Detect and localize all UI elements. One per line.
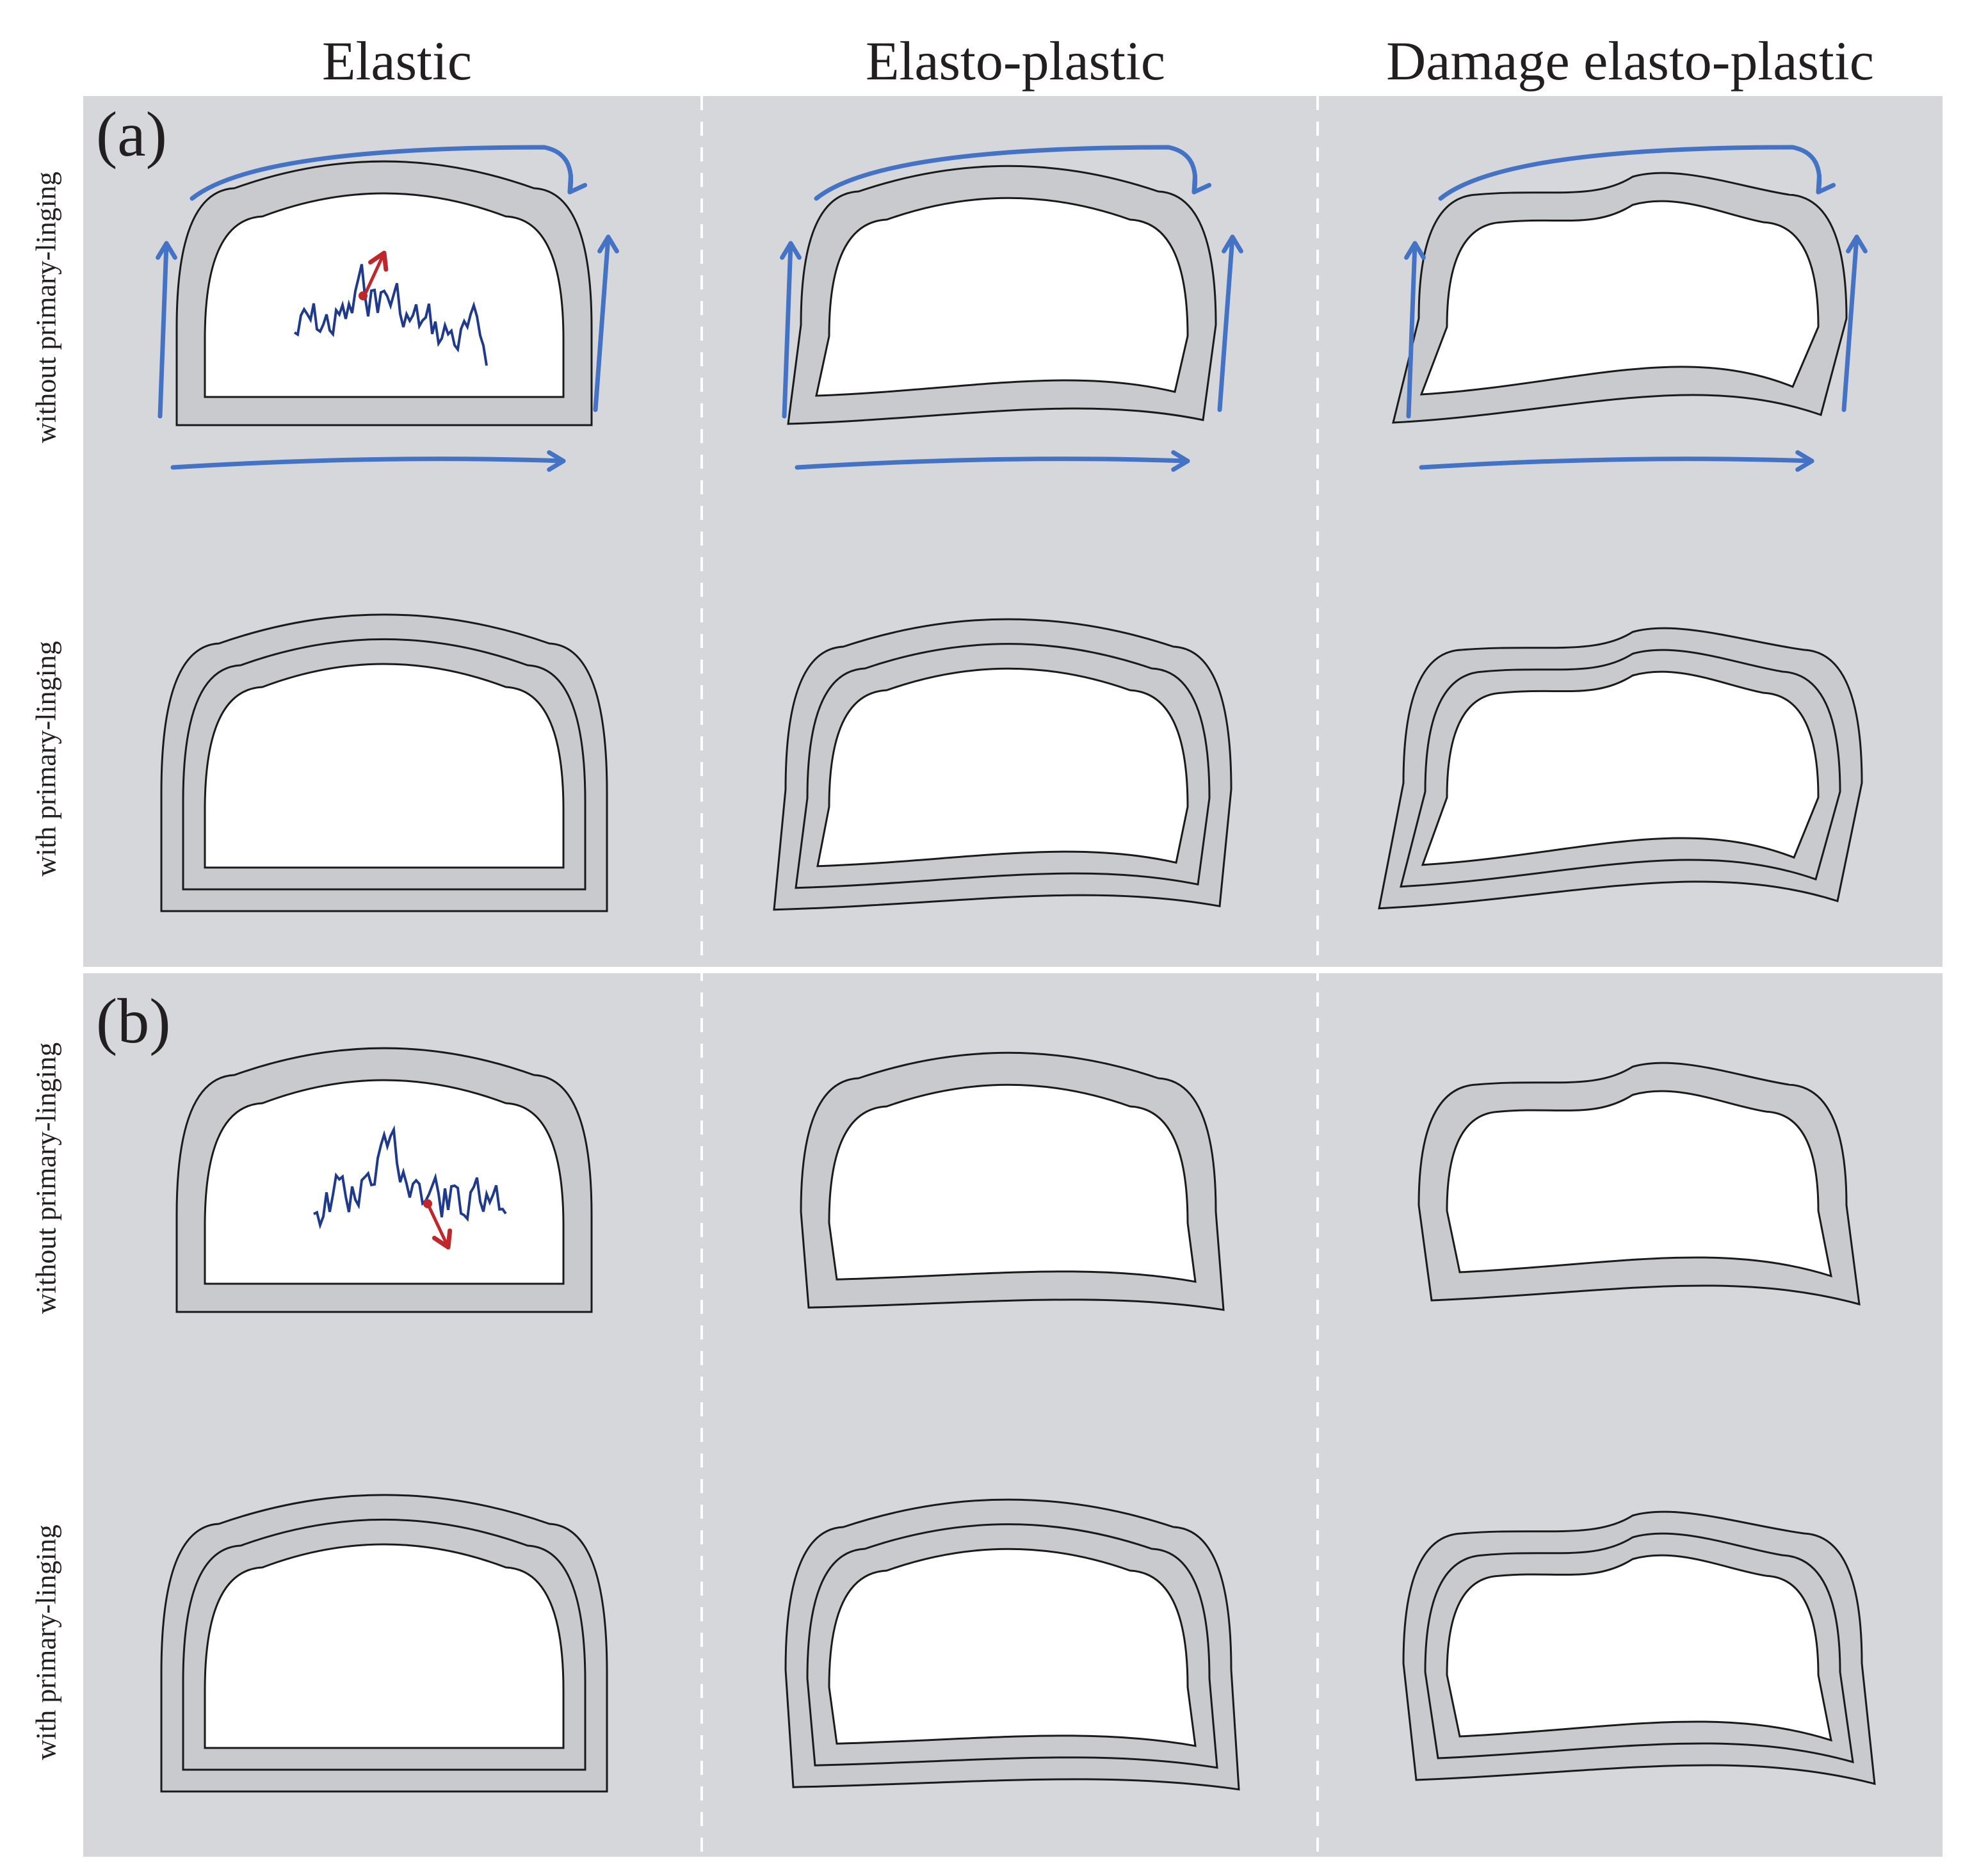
circulation-arrow-icon bbox=[814, 145, 1198, 201]
circulation-arrow-icon bbox=[1192, 173, 1212, 195]
row-label-b-with: with primary-linging bbox=[30, 1524, 62, 1760]
tunnel-opening bbox=[1446, 1554, 1832, 1742]
circulation-arrow-icon bbox=[1438, 145, 1822, 201]
circulation-arrow-icon bbox=[1795, 450, 1814, 472]
tunnel-opening bbox=[204, 663, 565, 869]
motion-point-marker bbox=[359, 291, 368, 300]
circulation-arrow-icon bbox=[782, 241, 793, 419]
circulation-arrow-icon bbox=[1217, 234, 1235, 412]
column-title-elasto-plastic: Elasto-plastic bbox=[865, 30, 1166, 92]
motion-vector-arrow-icon bbox=[363, 252, 386, 296]
circulation-arrow-icon bbox=[597, 234, 619, 254]
circulation-arrow-icon bbox=[1404, 241, 1426, 260]
circulation-arrow-icon bbox=[1419, 457, 1814, 470]
motion-vector-arrow-icon bbox=[432, 1228, 453, 1250]
circulation-arrow-icon bbox=[1846, 234, 1868, 254]
circulation-arrow-icon bbox=[593, 234, 611, 412]
tunnel-opening bbox=[828, 1083, 1197, 1283]
circulation-arrow-icon bbox=[1841, 234, 1859, 412]
column-title-damage-elasto-plastic: Damage elasto-plastic bbox=[1386, 30, 1874, 92]
tunnel-opening bbox=[1446, 1090, 1832, 1278]
tunnel-opening bbox=[204, 1543, 565, 1749]
circulation-arrow-icon bbox=[795, 457, 1190, 470]
circulation-arrow-icon bbox=[780, 241, 802, 260]
tunnel-opening bbox=[1421, 670, 1820, 866]
row-label-b-without: without primary-linging bbox=[30, 1042, 62, 1314]
circulation-arrow-icon bbox=[1816, 173, 1836, 195]
ground-motion-waveform-icon bbox=[293, 264, 488, 366]
circulation-arrow-icon bbox=[170, 457, 566, 470]
circulation-arrow-icon bbox=[547, 450, 566, 472]
motion-vector-arrow-icon bbox=[426, 1202, 450, 1249]
circulation-arrow-icon bbox=[156, 241, 177, 260]
tunnel-opening bbox=[816, 667, 1189, 868]
column-title-elastic: Elastic bbox=[321, 30, 473, 92]
ground-motion-waveform-icon bbox=[313, 1125, 507, 1230]
circulation-arrow-icon bbox=[567, 173, 588, 195]
motion-point-marker bbox=[423, 1199, 432, 1208]
tunnel-opening bbox=[1419, 200, 1820, 396]
circulation-arrow-icon bbox=[1406, 241, 1418, 419]
panel-label-b: (b) bbox=[96, 985, 171, 1056]
motion-vector-arrow-icon bbox=[368, 250, 389, 272]
tunnel-opening bbox=[828, 1548, 1197, 1747]
panel-label-a: (a) bbox=[96, 99, 167, 170]
circulation-arrow-icon bbox=[1171, 450, 1190, 472]
tunnel-opening bbox=[204, 192, 565, 398]
circulation-arrow-icon bbox=[190, 145, 574, 201]
tunnel-opening bbox=[204, 1079, 565, 1285]
circulation-arrow-icon bbox=[158, 241, 169, 419]
circulation-arrow-icon bbox=[1222, 234, 1243, 254]
row-label-a-without: without primary-linging bbox=[30, 171, 62, 444]
row-label-a-with: with primary-linging bbox=[30, 641, 62, 877]
tunnel-opening bbox=[815, 197, 1189, 397]
